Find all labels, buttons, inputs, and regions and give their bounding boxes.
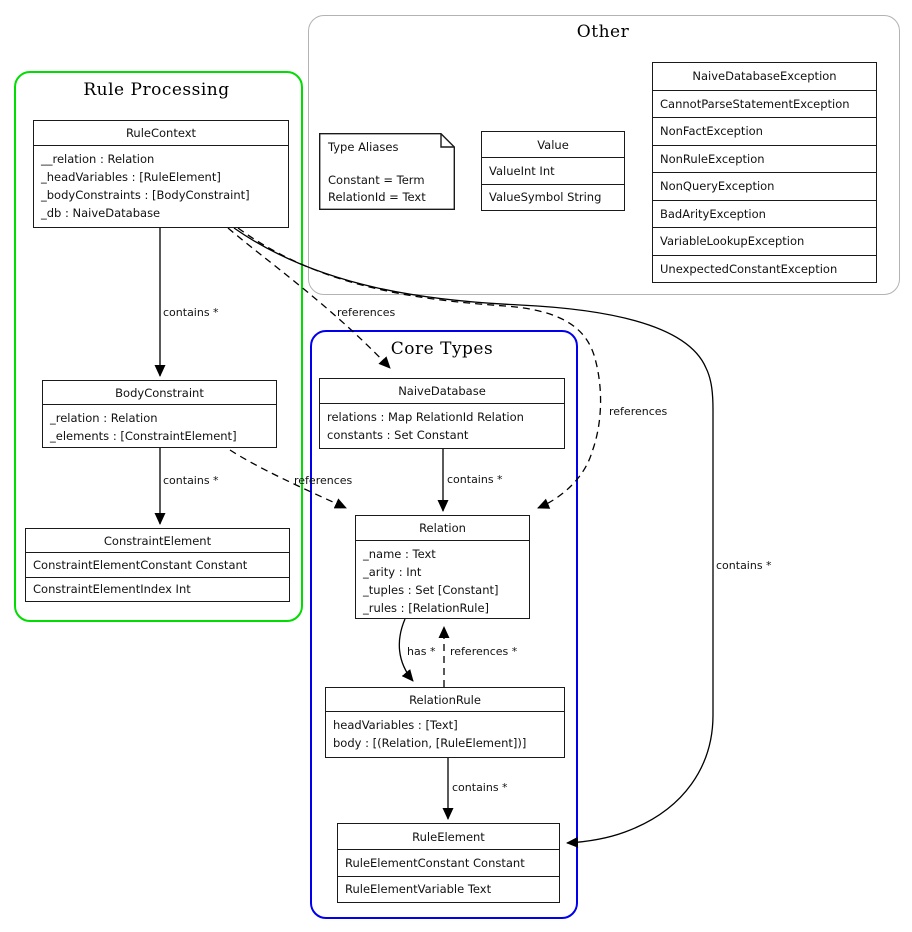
field: _elements : [ConstraintElement] [50, 429, 237, 443]
variant: BadArityException [653, 199, 876, 228]
edge-label-references: references [294, 474, 353, 487]
class-naivedatabaseexception: NaiveDatabaseException CannotParseStatem… [652, 62, 877, 283]
field: __relation : Relation [41, 152, 155, 166]
class-name: Relation [356, 516, 529, 541]
field: _rules : [RelationRule] [363, 601, 490, 615]
field: _db : NaiveDatabase [41, 206, 161, 220]
field: _bodyConstraints : [BodyConstraint] [41, 188, 250, 202]
edge-label-contains: contains * [163, 474, 219, 487]
variant: ConstraintElementConstant Constant [26, 552, 289, 576]
variant: CannotParseStatementException [653, 89, 876, 118]
field: constants : Set Constant [327, 428, 469, 442]
field: _relation : Relation [50, 411, 158, 425]
variant: ConstraintElementIndex Int [26, 576, 289, 601]
class-name: Value [537, 137, 569, 152]
class-name: BodyConstraint [43, 381, 276, 405]
edge-label-has: has * [407, 645, 436, 658]
variant: NonRuleException [653, 144, 876, 173]
note-line: RelationId = Text [328, 190, 426, 204]
class-name: RuleElement [412, 829, 485, 844]
class-naivedatabase: NaiveDatabase relations : Map RelationId… [319, 378, 565, 449]
field: _tuples : Set [Constant] [363, 583, 499, 597]
variant: ValueSymbol String [482, 183, 624, 210]
field: relations : Map RelationId Relation [327, 410, 524, 424]
note-line: Constant = Term [328, 173, 425, 187]
class-ruleelement: RuleElement RuleElementConstant Constant… [337, 823, 560, 903]
edge-label-contains: contains * [163, 306, 219, 319]
variant: NonQueryException [653, 172, 876, 200]
class-bodyconstraint: BodyConstraint _relation : Relation _ele… [42, 380, 277, 448]
field: _headVariables : [RuleElement] [41, 170, 221, 184]
variant: NonFactException [653, 117, 876, 145]
field: body : [(Relation, [RuleElement])] [333, 736, 527, 750]
class-relationrule: RelationRule headVariables : [Text] body… [325, 687, 565, 758]
variant: UnexpectedConstantException [653, 254, 876, 283]
edge-label-contains: contains * [447, 473, 503, 486]
class-constraintelement: ConstraintElement ConstraintElementConst… [25, 528, 290, 602]
field: headVariables : [Text] [333, 718, 458, 732]
class-name: RelationRule [326, 688, 564, 712]
type-aliases-note: Type Aliases Constant = Term RelationId … [319, 133, 455, 210]
edge-label-contains: contains * [716, 559, 772, 572]
class-rulecontext: RuleContext __relation : Relation _headV… [33, 120, 289, 228]
field: _arity : Int [363, 565, 422, 579]
group-title-other: Other [576, 22, 630, 42]
class-name: RuleContext [34, 121, 288, 146]
group-title-rule-processing: Rule Processing [83, 80, 230, 100]
edge-label-references: references * [450, 645, 518, 658]
variant: ValueInt Int [482, 157, 624, 183]
class-name: NaiveDatabase [320, 379, 564, 404]
edge-label-references: references [337, 306, 396, 319]
variant: RuleElementConstant Constant [338, 849, 559, 875]
edge-label-contains: contains * [452, 781, 508, 794]
class-name: NaiveDatabaseException [692, 69, 837, 84]
field: _name : Text [363, 547, 436, 561]
class-relation: Relation _name : Text _arity : Int _tupl… [355, 515, 530, 619]
variant: VariableLookupException [653, 227, 876, 255]
group-title-core-types: Core Types [390, 339, 494, 359]
variant: RuleElementVariable Text [338, 875, 559, 902]
class-value: Value ValueInt Int ValueSymbol String [481, 131, 625, 211]
class-name: ConstraintElement [103, 533, 212, 548]
edge-label-references: references [609, 405, 668, 418]
note-outline [319, 133, 455, 210]
note-title: Type Aliases [328, 140, 399, 154]
